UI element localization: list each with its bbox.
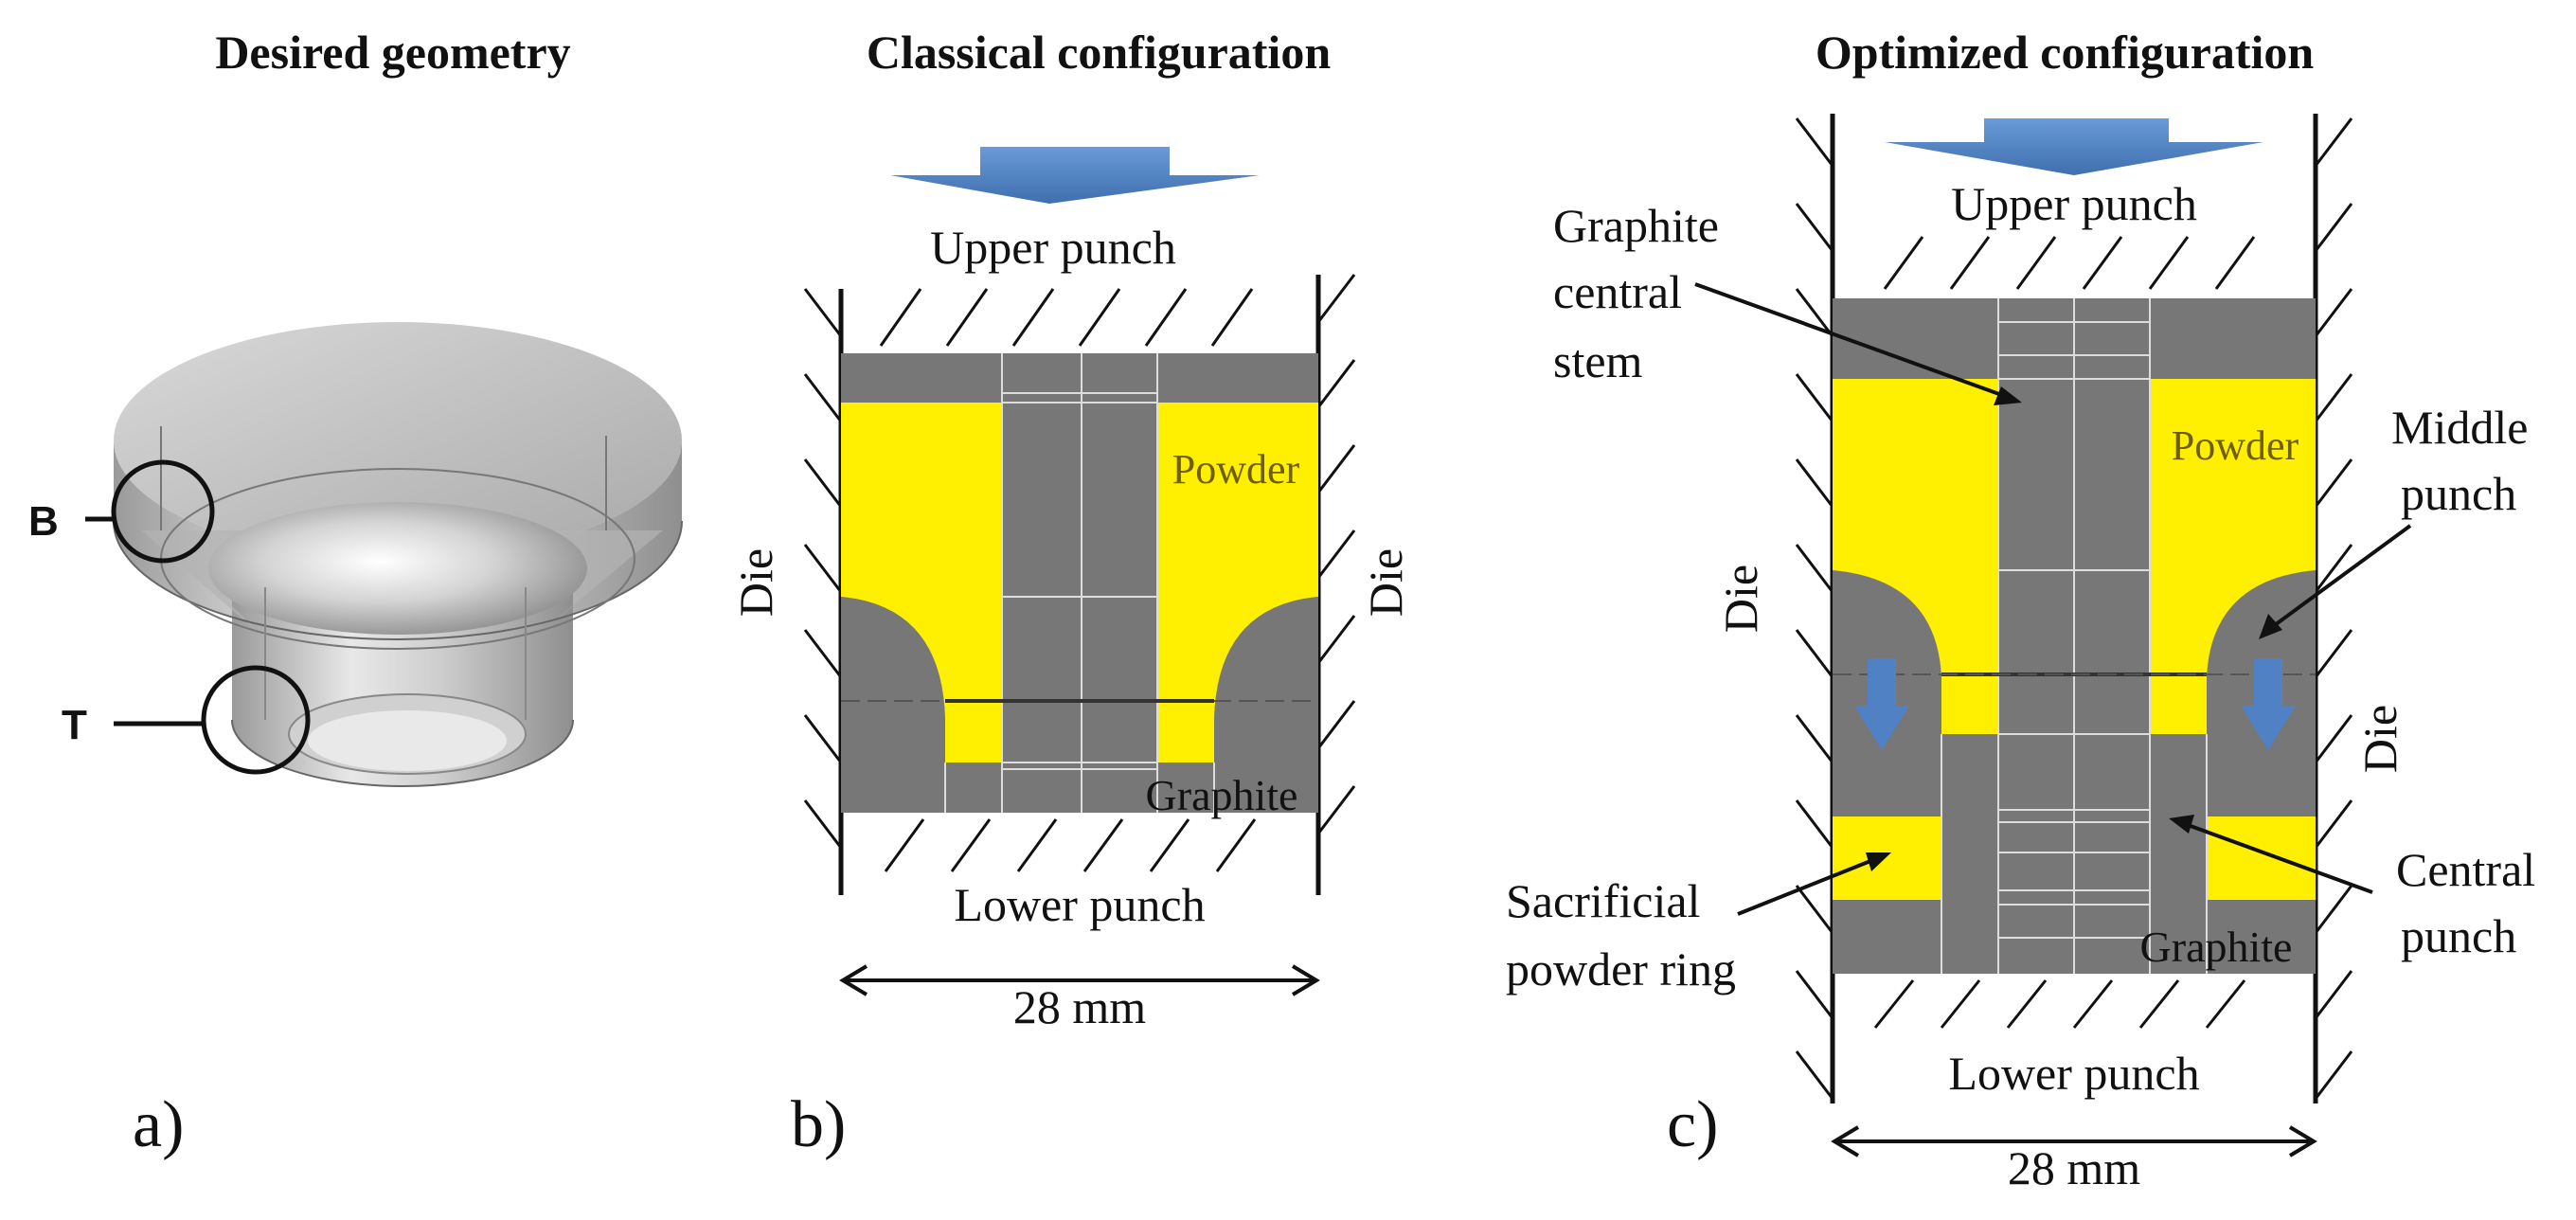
press-arrow-b: [890, 147, 1260, 204]
lower-punch-label-c: Lower punch: [1948, 1047, 2199, 1100]
die-hatching-left-c: [1795, 117, 1834, 1100]
dimension-label-b: 28 mm: [1013, 980, 1146, 1033]
middle-punch-arrow-left: [1854, 658, 1909, 750]
upper-punch-label-b: Upper punch: [930, 221, 1176, 274]
panel-label-b: b): [791, 1088, 846, 1161]
powder-label-c: Powder: [2172, 422, 2299, 469]
dimension-arrow-c: [1831, 1125, 2317, 1157]
powder-region-b: [841, 403, 1318, 762]
stem-leader-arrow: [1694, 282, 2022, 405]
upper-punch-hatching-c: [1883, 236, 2256, 290]
lower-punch-hatching-b: [884, 818, 1257, 872]
upper-punch-label-c: Upper punch: [1951, 177, 2197, 230]
dimension-label-c: 28 mm: [2008, 1141, 2140, 1194]
title-optimized-configuration: Optimized configuration: [1816, 26, 2315, 79]
lower-punch-hatching-c: [1873, 979, 2246, 1029]
stem-label-line2: central: [1553, 265, 1682, 318]
upper-punch-hatching-b: [879, 288, 1254, 347]
middle-punch-label-line2: punch: [2401, 467, 2516, 520]
mould-optimized: [1833, 298, 2316, 974]
die-hatching-right-b: [1316, 274, 1356, 834]
die-hatching-right-c: [2314, 117, 2353, 1100]
sacrificial-ring-label-line1: Sacrificial: [1506, 874, 1700, 927]
marker-t-label: T: [62, 702, 87, 748]
middle-punch-leader-arrow: [2259, 524, 2412, 639]
die-label-left-b: Die: [729, 548, 782, 617]
press-arrow-c: [1885, 118, 2263, 175]
panel-label-c: c): [1667, 1088, 1718, 1161]
central-punch-label-line2: punch: [2401, 909, 2516, 962]
marker-b-circle: [111, 459, 215, 564]
title-desired-geometry: Desired geometry: [215, 26, 570, 79]
sacrificial-ring-right: [2207, 816, 2316, 900]
marker-b-label: B: [28, 498, 59, 545]
stem-label-line1: Graphite: [1553, 199, 1719, 252]
sacrificial-ring-left: [1833, 816, 1941, 900]
die-label-left-c: Die: [1714, 565, 1767, 633]
powder-label-b: Powder: [1172, 446, 1300, 493]
central-punch-label-line1: Central: [2396, 843, 2535, 896]
dimension-arrow-b: [839, 964, 1320, 996]
die-label-right-b: Die: [1359, 548, 1412, 617]
sacrificial-ring-leader-arrow: [1737, 852, 1891, 916]
panel-label-a: a): [133, 1088, 184, 1161]
desired-part-render: [113, 322, 683, 787]
powder-region-c: [1833, 379, 2316, 734]
middle-punch-arrow-right: [2241, 658, 2296, 750]
mould-classical: [841, 353, 1318, 813]
lower-punch-label-b: Lower punch: [954, 878, 1205, 931]
die-label-right-c: Die: [2353, 705, 2406, 773]
sacrificial-ring-label-line2: powder ring: [1506, 942, 1736, 996]
middle-punch-label-line1: Middle: [2391, 401, 2528, 454]
graphite-label-c: Graphite: [2140, 923, 2293, 971]
central-punch-leader-arrow: [2169, 815, 2373, 894]
title-classical-configuration: Classical configuration: [867, 26, 1331, 79]
marker-t-circle: [201, 665, 311, 775]
graphite-label-b: Graphite: [1146, 771, 1298, 819]
stem-label-line3: stem: [1553, 334, 1643, 387]
die-hatching-left-b: [803, 288, 843, 849]
